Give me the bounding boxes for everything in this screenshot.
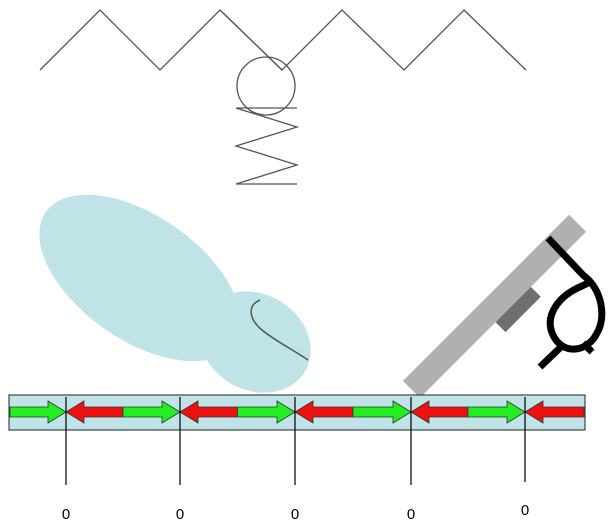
probe-detail [495,286,541,333]
right-arrow [467,400,526,424]
tick-label: 0 [176,506,184,522]
tick-label-row: 0 0 0 0 0 [62,502,529,522]
right-arrow [352,400,412,424]
zigzag-line [39,9,527,71]
blob-filament [250,299,309,361]
arrow-band [8,394,586,431]
probe-assembly [402,214,606,398]
tick-label: 0 [521,502,529,519]
arrow-row [9,400,585,424]
left-arrow [179,400,238,424]
tick-label: 0 [407,506,415,522]
blob-lobe-main [39,194,241,362]
left-arrow [524,400,585,424]
cell-blob [39,194,311,393]
pendulum-bob [236,56,296,116]
right-arrow [237,400,296,424]
left-arrow [294,400,354,424]
right-arrow [122,400,181,424]
probe-body [402,214,587,398]
pendulum-rod [219,9,283,71]
spring-coil [233,107,300,185]
tick-lines [65,397,526,485]
tick-label: 0 [62,506,70,522]
spring-pendulum [219,9,300,185]
left-arrow [65,400,124,424]
blob-lobe-end [199,291,311,393]
probe-clip [537,235,606,370]
right-arrow [9,400,67,424]
left-arrow [410,400,469,424]
tick-label: 0 [291,506,299,522]
